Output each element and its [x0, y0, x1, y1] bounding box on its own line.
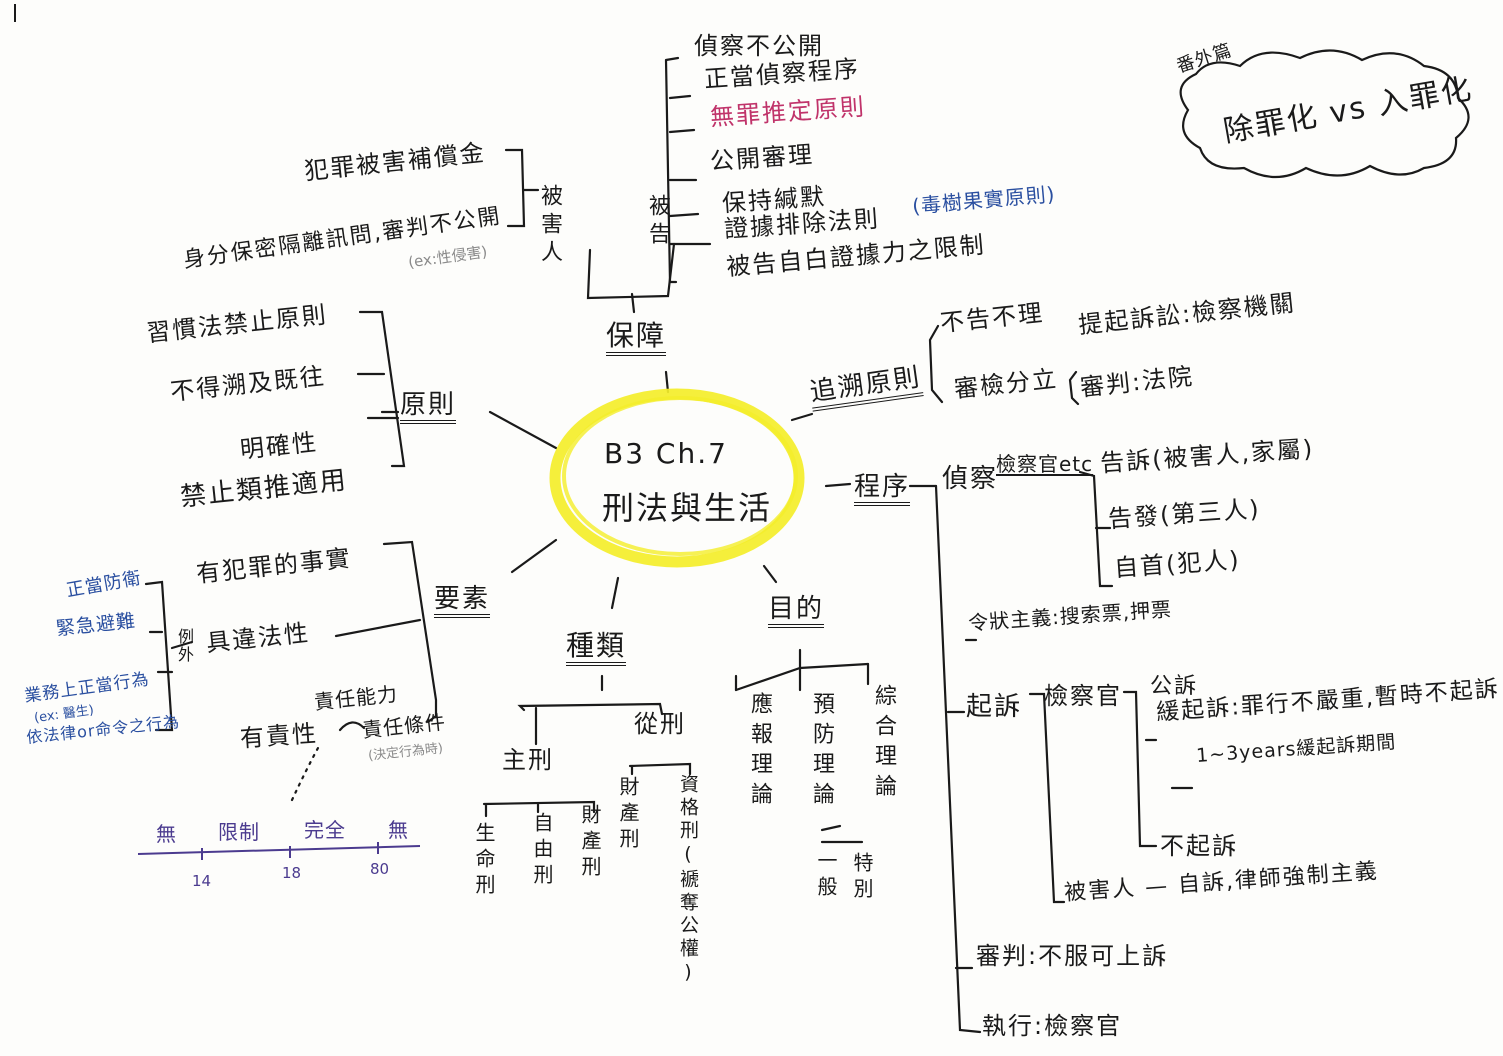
tick-18: 18: [282, 864, 302, 882]
prosecution-option-4: 不起訴: [1160, 832, 1238, 860]
victim-label: 被害人: [537, 184, 562, 268]
prosecution-option-1: 公訴: [1150, 674, 1199, 699]
center-title: 刑法與生活: [602, 489, 773, 527]
capacity-limited: 限制: [218, 820, 260, 844]
trial: 審判:不服可上訴: [976, 942, 1169, 970]
tick-14: 14: [192, 872, 212, 890]
elements-title: 要素: [434, 586, 491, 618]
investigation-note: 檢察官etc: [996, 452, 1094, 476]
protection-title: 保障: [606, 322, 667, 356]
execution: 執行:檢察官: [982, 1012, 1123, 1040]
main-item-3: 財產刑: [578, 804, 602, 882]
purpose-item-2: 預防理論: [809, 692, 834, 812]
prevention-special: 特別: [850, 852, 874, 904]
investigation: 偵察: [942, 464, 999, 494]
prosecutor: 檢察官: [1044, 682, 1122, 710]
main-item-1: 生命刑: [472, 822, 496, 900]
purpose-title: 目的: [768, 596, 825, 628]
types-title: 種類: [566, 632, 627, 666]
defendant-right-4: 公開審理: [709, 140, 815, 176]
element-3: 有責性: [239, 719, 319, 753]
secondary-item-2: 資格刑(褫奪公權): [677, 774, 699, 987]
exceptions-label: 例外: [175, 628, 194, 664]
tick-80: 80: [370, 860, 390, 878]
procedure-title: 程序: [854, 474, 911, 506]
secondary-item-1: 財產刑: [616, 776, 640, 854]
prosecution: 起訴: [966, 692, 1023, 722]
purpose-item-1: 應報理論: [747, 692, 772, 812]
defendant-label: 被告: [645, 194, 670, 250]
margin-mark: [14, 4, 16, 22]
prevention-general: 一般: [814, 850, 838, 902]
capacity-full: 完全: [304, 818, 346, 842]
secondary-penalty: 從刑: [634, 710, 686, 738]
center-chapter: B3 Ch.7: [604, 437, 728, 470]
principles-title: 原則: [400, 392, 457, 424]
purpose-item-3: 綜合理論: [871, 684, 896, 804]
capacity-none-young: 無: [156, 822, 177, 846]
main-penalty: 主刑: [502, 746, 554, 774]
defendant-right-1: 偵察不公開: [694, 32, 824, 60]
capacity-none-old: 無: [388, 818, 409, 842]
main-item-2: 自由刑: [530, 812, 554, 890]
